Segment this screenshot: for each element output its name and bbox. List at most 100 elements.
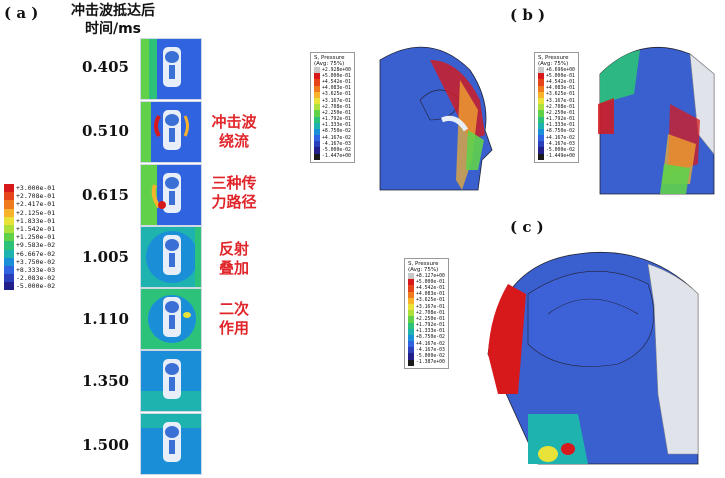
- legend-subtitle: (Avg: 75%): [538, 61, 569, 67]
- legend-row: -1.387e+00: [408, 359, 445, 366]
- legend-swatch: [408, 303, 414, 311]
- legend-swatch: [538, 85, 544, 92]
- sim-frame-1350: [140, 350, 202, 412]
- legend-value: +8.333e-03: [16, 265, 56, 274]
- legend-value: +5.000e-01: [546, 73, 575, 79]
- legend-value: +1.333e-01: [546, 123, 575, 129]
- legend-row: +1.333e-01: [314, 122, 351, 129]
- legend-swatch: [538, 79, 544, 86]
- panel-label-b: ( b ): [510, 6, 546, 24]
- legend-row: +4.542e-01: [314, 79, 351, 86]
- legend-value: +3.000e-01: [16, 184, 56, 193]
- legend-swatch: [4, 233, 14, 242]
- legend-row: +3.167e-01: [314, 97, 351, 105]
- legend-swatch: [408, 353, 414, 360]
- sim-frame-graphic: [141, 102, 201, 162]
- legend-row: -5.000e-02: [314, 147, 351, 154]
- legend-row: +1.333e-01: [538, 122, 575, 129]
- annotation-line: 二次: [218, 300, 249, 318]
- legend-value: +2.708e-01: [16, 192, 56, 201]
- legend-title: S, Pressure: [314, 55, 345, 61]
- annotation-line: 作用: [218, 319, 249, 337]
- legend-row: +6.667e-02: [4, 249, 55, 258]
- legend-swatch: [408, 279, 414, 286]
- legend-value: +3.625e-01: [416, 298, 445, 304]
- legend-swatch: [314, 91, 320, 98]
- legend-swatch: [4, 200, 14, 209]
- legend-value: +3.167e-01: [546, 98, 575, 104]
- legend-value: +3.625e-01: [322, 92, 351, 98]
- legend-row: +2.250e-01: [538, 110, 575, 117]
- legend-swatch: [538, 128, 544, 136]
- legend-value: +4.083e-01: [546, 86, 575, 92]
- sim-frame-graphic: [141, 39, 201, 99]
- legend-value: +4.083e-01: [322, 86, 351, 92]
- legend-swatch: [538, 73, 544, 80]
- legend-swatch: [4, 224, 14, 234]
- legend-row: -5.000e-02: [4, 282, 55, 291]
- legend-value: -1.449e+00: [546, 154, 575, 160]
- legend-row: +4.083e-01: [538, 85, 575, 92]
- legend-value: +8.750e-02: [546, 129, 575, 135]
- legend-row: -4.167e-03: [538, 141, 575, 148]
- time-header-line1: 冲击波抵达后: [71, 3, 155, 19]
- legend-row: -5.000e-02: [538, 147, 575, 154]
- legend-value: +1.542e-01: [16, 225, 56, 234]
- legend-value: -4.167e-03: [322, 141, 351, 147]
- legend-swatch: [314, 97, 320, 105]
- legend-row: -1.449e+00: [538, 153, 575, 160]
- time-label: 0.615: [82, 186, 129, 204]
- legend-row: +3.000e-01: [4, 184, 56, 193]
- legend-swatch: [408, 328, 414, 335]
- legend-swatch: [538, 116, 544, 123]
- legend-swatch: [314, 128, 320, 136]
- legend-value: +4.167e-02: [416, 341, 445, 347]
- legend-swatch: [314, 135, 320, 142]
- legend-row: +4.167e-02: [408, 341, 445, 348]
- annotation-reflection: 反射 叠加: [204, 240, 264, 278]
- annotation-line: 叠加: [218, 259, 249, 277]
- legend-swatch: [538, 67, 544, 74]
- legend-swatch: [314, 104, 320, 111]
- legend-row: +3.167e-01: [408, 303, 445, 311]
- sim-frame-0510: [140, 101, 202, 163]
- legend-swatch: [538, 104, 544, 111]
- legend-value: +4.167e-02: [546, 135, 575, 141]
- legend-value: +3.750e-02: [16, 257, 56, 266]
- legend-row: +1.333e-01: [408, 328, 445, 335]
- legend-value: -5.000e-02: [416, 354, 445, 360]
- annotation-line: 冲击波: [211, 113, 257, 131]
- legend-swatch: [314, 122, 320, 129]
- legend-value: -5.000e-02: [322, 148, 351, 154]
- legend-value: -5.000e-02: [546, 148, 575, 154]
- legend-row: +2.417e-01: [4, 200, 55, 209]
- legend-value: +2.928e+00: [322, 67, 351, 73]
- sim-frame-graphic: [141, 227, 201, 287]
- legend-swatch: [314, 85, 320, 92]
- sim-frame-graphic: [141, 165, 201, 225]
- legend-swatch: [538, 135, 544, 142]
- annotation-paths: 三种传 力路径: [204, 174, 264, 212]
- legend-value: +5.000e-01: [322, 73, 351, 79]
- legend-row: +2.708e-01: [314, 104, 351, 111]
- legend-value: +3.167e-01: [416, 304, 445, 310]
- legend-swatch: [408, 341, 414, 348]
- panel-label-a: ( a ): [4, 4, 39, 22]
- legend-b1: S, Pressure(Avg: 75%)+2.928e+00+5.000e-0…: [310, 52, 355, 163]
- legend-value: -4.167e-03: [546, 141, 575, 147]
- legend-value: +9.583e-02: [16, 241, 56, 250]
- legend-row: -4.167e-03: [314, 141, 351, 148]
- legend-swatch: [314, 141, 320, 148]
- legend-swatch: [4, 241, 14, 250]
- head-model-b2: [598, 46, 715, 195]
- time-header: 冲击波抵达后 时间/ms: [58, 2, 168, 38]
- sim-frame-graphic: [141, 289, 201, 349]
- legend-row: +2.708e-01: [538, 104, 575, 111]
- legend-value: +4.542e-01: [416, 285, 445, 291]
- legend-row: +2.708e-01: [408, 310, 445, 317]
- legend-swatch: [408, 310, 414, 317]
- legend-value: +1.792e-01: [322, 117, 351, 123]
- legend-row: +3.625e-01: [538, 91, 575, 98]
- legend-swatch: [408, 285, 414, 292]
- legend-c: S, Pressure(Avg: 75%)+8.127e+00+5.000e-0…: [404, 258, 449, 369]
